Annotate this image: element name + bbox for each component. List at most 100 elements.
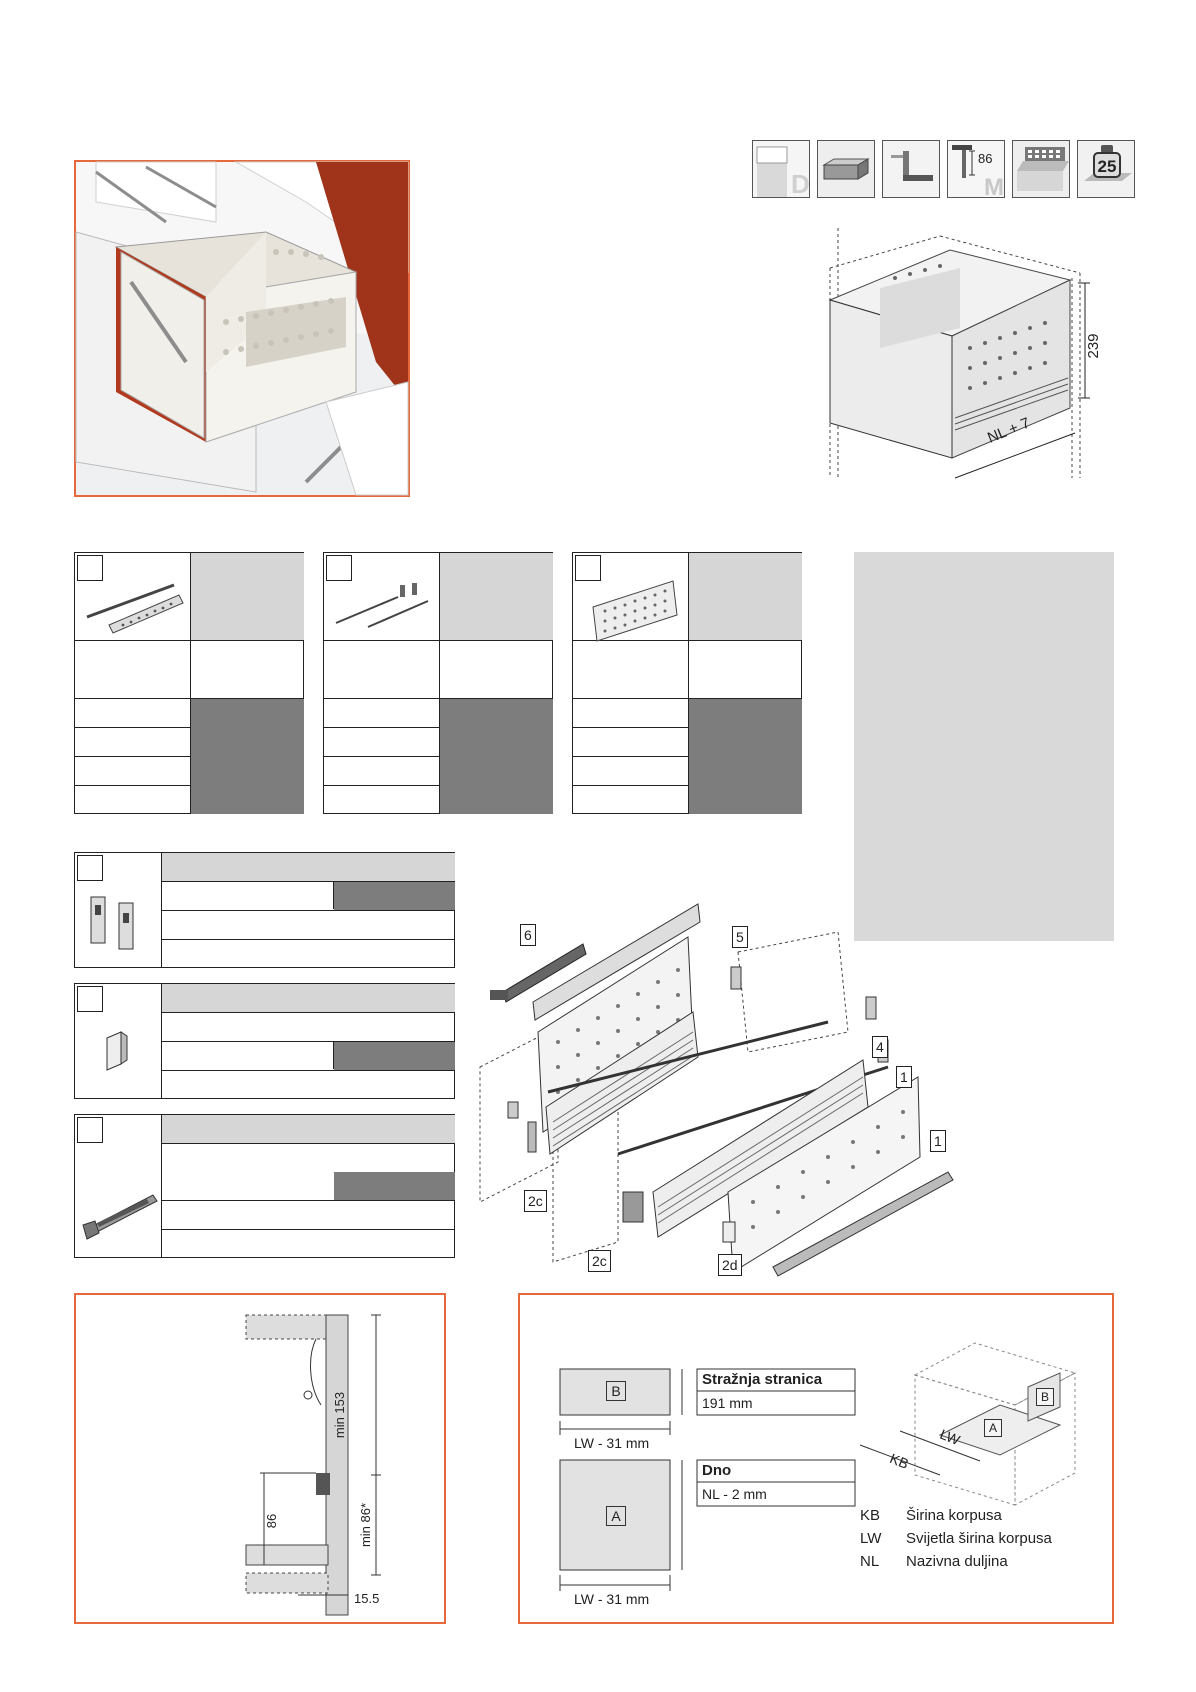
clip-icon — [106, 1031, 128, 1071]
table-value-cell — [191, 699, 304, 814]
side-height-icon: 86 M — [947, 140, 1005, 201]
detail-dim-min86: min 86* — [358, 1503, 373, 1547]
table-row — [75, 756, 303, 757]
gallery-rail-icon — [1012, 140, 1070, 198]
drawer-photo-illustration — [75, 161, 409, 496]
table-row — [75, 698, 303, 699]
drawer-front-icon-svg — [818, 141, 874, 197]
detail-dim-min153: min 153 — [332, 1392, 347, 1438]
bottom-panel-title: Dno — [702, 1462, 732, 1479]
table-row — [324, 756, 552, 757]
front-bracket-icon — [90, 896, 134, 950]
table-value-cell — [334, 1042, 455, 1070]
table-divider — [333, 881, 334, 909]
callout-2c-lower: 2c — [588, 1250, 611, 1272]
table-row — [324, 640, 552, 641]
table-header-cell — [162, 984, 455, 1013]
accessory-table-1 — [74, 852, 455, 968]
legend-key-kb: KB — [860, 1507, 881, 1524]
table-row — [573, 727, 801, 728]
callout-1-lower: 1 — [930, 1130, 946, 1152]
legend-desc-kb: Širina korpusa — [906, 1507, 1002, 1524]
back-panel-value: 191 mm — [702, 1395, 753, 1411]
item-number-box — [575, 555, 601, 581]
table-row — [161, 939, 454, 940]
table-value-cell — [689, 699, 802, 814]
callout-2c-upper: 2c — [524, 1190, 547, 1212]
detail-dim-15-5: 15.5 — [354, 1591, 379, 1606]
callout-2d: 2d — [718, 1254, 742, 1276]
drawer-depth-icon-svg: D — [753, 141, 810, 199]
table-row — [161, 1229, 454, 1230]
gallery-rod-icon — [335, 583, 429, 628]
perforated-panel-icon — [592, 580, 678, 642]
legend-key-nl: NL — [860, 1553, 880, 1570]
gallery-rail-icon-svg — [1013, 141, 1069, 197]
table-divider — [688, 553, 689, 813]
table-row — [75, 640, 303, 641]
mounting-detail-frame: 86 min 153 min 86* 15.5 — [74, 1293, 446, 1624]
table-header-cell — [162, 853, 455, 882]
table-divider — [190, 553, 191, 813]
cabinet-height-dim: 239 — [1085, 333, 1102, 358]
table-row — [161, 1041, 454, 1042]
drawer-photo — [74, 160, 410, 497]
table-row — [573, 785, 801, 786]
mounting-bracket-icon — [882, 140, 940, 198]
table-value-cell — [440, 699, 553, 814]
table-row — [324, 785, 552, 786]
product-table-3 — [572, 552, 802, 814]
drawer-front-icon — [817, 140, 875, 198]
item-number-box — [77, 1117, 103, 1143]
table-row — [573, 640, 801, 641]
mounting-bracket-icon-svg — [883, 141, 939, 197]
table-row — [161, 1200, 454, 1201]
table-row — [161, 1070, 454, 1071]
table-divider — [333, 1041, 334, 1069]
legend-desc-nl: Nazivna duljina — [906, 1553, 1008, 1570]
table-value-cell — [334, 1172, 455, 1200]
table-header-cell — [688, 553, 802, 640]
iso-label-a: A — [984, 1419, 1002, 1437]
load-capacity-icon-svg: 25 — [1078, 141, 1134, 197]
table-row — [573, 756, 801, 757]
table-row — [324, 698, 552, 699]
accessory-table-2 — [74, 983, 455, 1099]
table-value-cell — [334, 882, 455, 910]
table-row — [573, 698, 801, 699]
bottom-panel-letter: A — [606, 1506, 626, 1526]
table-header-cell — [439, 553, 553, 640]
legend-desc-lw: Svijetla širina korpusa — [906, 1530, 1052, 1547]
side-height-sub: M — [984, 174, 1004, 201]
table-header-cell — [162, 1115, 455, 1144]
item-number-box — [77, 555, 103, 581]
callout-1-upper: 1 — [896, 1066, 912, 1088]
cabinet-drawing: 239 NL + 7 — [828, 228, 1102, 479]
side-height-value: 86 — [978, 151, 992, 166]
legend-key-lw: LW — [860, 1530, 882, 1547]
mounting-detail-drawing: 86 min 153 min 86* 15.5 — [245, 1314, 381, 1616]
item-number-box — [77, 986, 103, 1012]
cutting-detail-frame: B LW - 31 mm Stražnja stranica 191 mm A … — [518, 1293, 1114, 1624]
callout-5: 5 — [732, 926, 748, 948]
item-number-box — [77, 855, 103, 881]
drawer-depth-letter: D — [791, 169, 810, 199]
load-capacity-value: 25 — [1098, 157, 1117, 176]
callout-6: 6 — [520, 924, 536, 946]
bottom-panel-width: LW - 31 mm — [574, 1591, 650, 1607]
iso-label-b: B — [1036, 1388, 1054, 1406]
callout-4: 4 — [872, 1036, 888, 1058]
runner-icon — [82, 1194, 158, 1240]
exploded-assembly-drawing — [479, 903, 954, 1277]
product-table-1 — [74, 552, 304, 814]
back-panel-width: LW - 31 mm — [574, 1435, 650, 1451]
table-divider — [161, 1115, 162, 1257]
rail-set-icon — [86, 583, 184, 634]
accessory-table-3 — [74, 1114, 455, 1258]
detail-dim-86: 86 — [264, 1514, 279, 1528]
back-panel-title: Stražnja stranica — [702, 1371, 823, 1388]
table-header-cell — [190, 553, 304, 640]
back-panel-letter: B — [606, 1381, 626, 1401]
table-row — [75, 785, 303, 786]
item-number-box — [326, 555, 352, 581]
